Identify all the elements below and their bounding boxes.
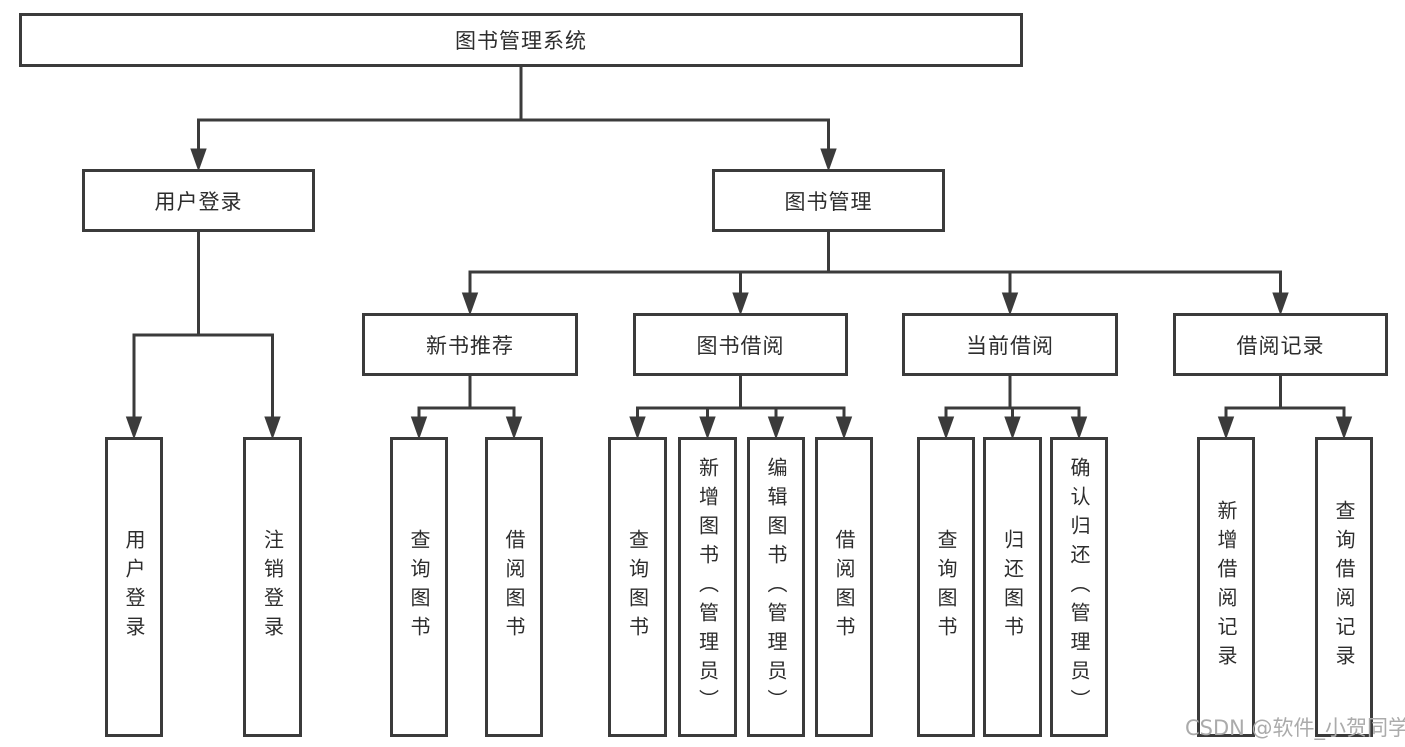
watermark: CSDN @软件_小贺同学 — [1185, 716, 1405, 740]
node-user-login: 用户登录 — [82, 169, 315, 232]
leaf-borrow-books-recommend: 借阅图书 — [485, 437, 543, 737]
node-book-borrow: 图书借阅 — [633, 313, 848, 376]
connector-new-book-to-leaves — [417, 374, 516, 424]
leaf-confirm-return-admin: 确认归还（管理员） — [1050, 437, 1108, 737]
connector-current-borrow-to-leaves — [944, 374, 1081, 424]
leaf-borrow-books: 借阅图书 — [815, 437, 873, 737]
leaf-add-books-admin: 新增图书（管理员） — [678, 437, 737, 737]
connector-book-borrow-to-leaves — [636, 374, 846, 424]
leaf-logout: 注销登录 — [243, 437, 302, 737]
leaf-query-books-current: 查询图书 — [917, 437, 975, 737]
connector-book-management-to-level2 — [468, 230, 1282, 300]
arrowheads — [125, 148, 1353, 440]
node-current-borrow: 当前借阅 — [902, 313, 1118, 376]
leaf-query-borrow-record: 查询借阅记录 — [1315, 437, 1373, 737]
node-borrow-records: 借阅记录 — [1173, 313, 1388, 376]
node-new-book-recommend: 新书推荐 — [362, 313, 578, 376]
leaf-add-borrow-record: 新增借阅记录 — [1197, 437, 1255, 737]
leaf-return-books: 归还图书 — [983, 437, 1042, 737]
leaf-user-login: 用户登录 — [105, 437, 163, 737]
connector-borrow-records-to-leaves — [1224, 374, 1346, 424]
node-root: 图书管理系统 — [19, 13, 1023, 67]
leaf-query-books-borrow: 查询图书 — [608, 437, 667, 737]
leaf-query-books-recommend: 查询图书 — [390, 437, 448, 737]
leaf-edit-books-admin: 编辑图书（管理员） — [747, 437, 805, 737]
connector-root-to-level1 — [197, 65, 830, 156]
connector-user-login-to-leaves — [132, 230, 274, 424]
node-book-management: 图书管理 — [712, 169, 945, 232]
